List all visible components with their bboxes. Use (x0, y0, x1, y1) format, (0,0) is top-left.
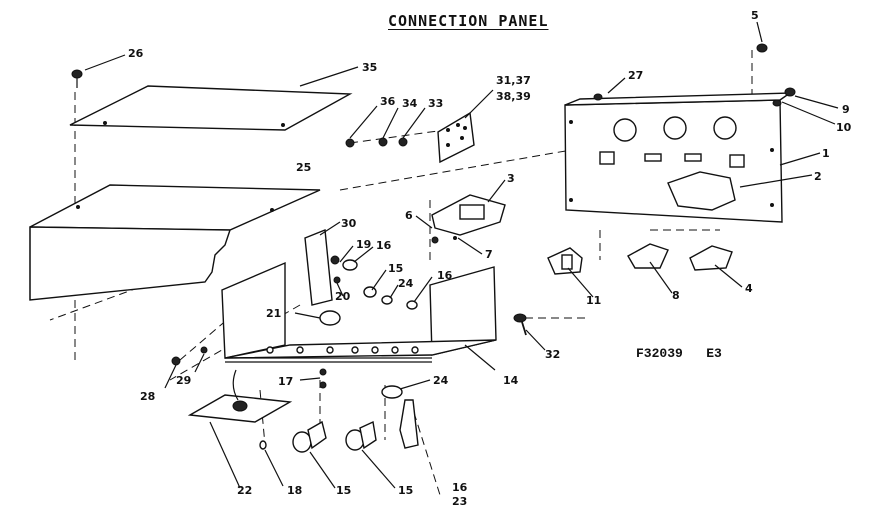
callout-6: 6 (405, 209, 413, 222)
callout-5: 5 (751, 9, 759, 22)
switch-11 (547, 247, 583, 275)
top-cover-plate (69, 85, 353, 131)
screw-26 (71, 69, 83, 88)
lower-components (292, 385, 419, 453)
callout-30: 30 (341, 217, 357, 230)
hardware-17 (319, 368, 327, 389)
callout-16b: 16 (437, 269, 453, 282)
callout-27: 27 (628, 69, 643, 82)
callout-33: 33 (428, 97, 443, 110)
panel-hardware (593, 43, 796, 107)
callout-1: 1 (822, 147, 830, 160)
chassis-tray (221, 261, 497, 363)
callout-34: 34 (402, 97, 418, 110)
callout-15a: 15 (388, 262, 403, 275)
callout-4: 4 (745, 282, 753, 295)
plate-22 (187, 369, 293, 423)
callout-labels: 26 35 36 34 33 31,37 38,39 27 5 9 10 1 2… (128, 9, 852, 508)
callout-38-39: 38,39 (496, 90, 531, 103)
cabinet-housing (29, 184, 321, 301)
bolt-32 (513, 313, 527, 336)
leader-lines (84, 21, 839, 489)
callout-21: 21 (266, 307, 281, 320)
callout-31-37: 31,37 (496, 74, 531, 87)
terminal-board (437, 111, 475, 164)
hardware-18 (259, 440, 267, 450)
callout-23: 23 (452, 495, 467, 508)
callout-19: 19 (356, 238, 371, 251)
callout-18: 18 (287, 484, 302, 497)
callout-32: 32 (545, 348, 560, 361)
transformer-3 (431, 194, 506, 244)
callout-29: 29 (176, 374, 191, 387)
figure-number: F32039 (636, 346, 683, 361)
callout-35: 35 (362, 61, 377, 74)
callout-28: 28 (140, 390, 155, 403)
callout-7: 7 (485, 248, 493, 261)
figure-code: F32039 E3 (636, 346, 722, 361)
switch-8 (627, 243, 669, 269)
washers-28-29 (171, 346, 208, 366)
callout-8: 8 (672, 289, 680, 302)
callout-20: 20 (335, 290, 351, 303)
callout-24b: 24 (433, 374, 449, 387)
callout-36: 36 (380, 95, 396, 108)
callout-11: 11 (586, 294, 601, 307)
callout-10: 10 (836, 121, 852, 134)
figure-revision: E3 (706, 346, 722, 361)
callout-24a: 24 (398, 277, 414, 290)
callout-15b: 15 (336, 484, 351, 497)
callout-17: 17 (278, 375, 293, 388)
connection-panel-plate (564, 92, 793, 223)
callout-16a: 16 (376, 239, 392, 252)
bracket-30 (304, 229, 333, 306)
callout-2: 2 (814, 170, 822, 183)
callout-9: 9 (842, 103, 850, 116)
callout-16c: 16 (452, 481, 468, 494)
callout-25: 25 (296, 161, 311, 174)
callout-3: 3 (507, 172, 515, 185)
callout-14: 14 (503, 374, 519, 387)
diagram-title: CONNECTION PANEL (388, 12, 549, 30)
callout-15c: 15 (398, 484, 413, 497)
small-hardware-row (345, 137, 408, 148)
switch-4 (689, 245, 733, 271)
callout-26: 26 (128, 47, 144, 60)
callout-22: 22 (237, 484, 252, 497)
